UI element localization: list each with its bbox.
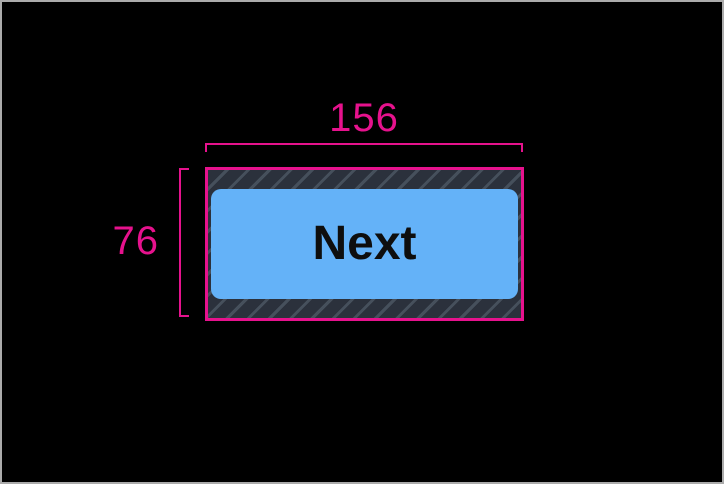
width-dimension-label: 156 <box>329 96 399 140</box>
touch-target-overlay: Next <box>205 167 524 321</box>
width-measure-bracket <box>205 143 523 152</box>
next-button[interactable]: Next <box>211 189 518 299</box>
next-button-label: Next <box>312 217 417 270</box>
height-measure-bracket <box>179 168 189 317</box>
height-dimension-label: 76 <box>112 219 159 263</box>
